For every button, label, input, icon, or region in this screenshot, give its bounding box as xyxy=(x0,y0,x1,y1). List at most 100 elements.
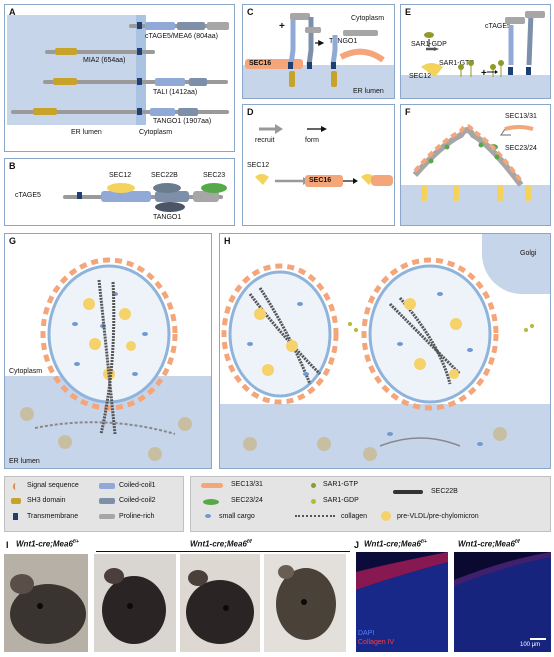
er-lumen-label: ER lumen xyxy=(71,129,102,136)
mouse-figure xyxy=(10,574,86,644)
panel-c-proteins xyxy=(288,13,385,87)
panel-b: B cTAGE5 SEC12 SEC22B SEC23 TANGO1 xyxy=(4,158,235,226)
genotype-sup: f/+ xyxy=(72,539,79,545)
genotype-sup: f/f xyxy=(514,539,520,545)
transmembrane-icon xyxy=(137,78,142,85)
er-lumen-region xyxy=(7,15,137,125)
legend-label: collagen xyxy=(341,513,368,520)
vldl-icon xyxy=(381,511,391,521)
legend-label: pre-VLDL/pre-chylomicron xyxy=(397,513,479,520)
er-lumen-region xyxy=(401,75,550,98)
legend-label: SAR1-GDP xyxy=(323,497,359,504)
partner-label: SEC23 xyxy=(203,172,226,179)
recruit-label: recruit xyxy=(255,137,275,144)
panel-label: D xyxy=(247,107,254,117)
fluorescence-figure xyxy=(454,552,551,652)
legend-label: Coiled-coil1 xyxy=(119,482,156,489)
panel-label: J xyxy=(354,540,360,550)
fluorescence-figure xyxy=(356,552,448,652)
partner-label: SEC12 xyxy=(109,172,132,179)
panel-h-carriers xyxy=(221,257,534,461)
coiled-coil1 xyxy=(155,78,185,86)
mouse-figure xyxy=(186,570,254,644)
transmembrane-icon xyxy=(137,22,142,29)
genotype-underline xyxy=(96,551,350,552)
sec16-label: SEC16 xyxy=(309,177,332,184)
panel-label: B xyxy=(9,161,16,171)
ctage5-label: cTAGE5 xyxy=(485,23,511,30)
sec13-31-label: SEC13/31 xyxy=(505,113,537,120)
signal-sequence-icon xyxy=(13,483,18,490)
partner-label: TANGO1 xyxy=(153,214,182,221)
genotype-label: Wnt1-cre;Meа6f/+ xyxy=(16,539,79,549)
sec12-label: SEC12 xyxy=(409,73,432,80)
coiled-coil2-icon xyxy=(99,498,115,504)
fluorescence-image: 100 μm xyxy=(454,552,551,652)
golgi-label: Golgi xyxy=(520,250,537,257)
proline-block xyxy=(193,191,219,202)
sar1-gdp-icon xyxy=(311,499,316,504)
coiled-coil2 xyxy=(189,78,207,86)
sec22b-shape xyxy=(153,183,181,193)
plus-sign: + xyxy=(279,21,285,32)
sh3-domain xyxy=(53,78,77,85)
coiled-coil1 xyxy=(150,108,175,116)
sh3-domain xyxy=(33,108,57,115)
protein-name: TALI (1412aa) xyxy=(153,89,198,96)
coiled-coil1 xyxy=(101,191,151,202)
cytoplasm-label: Cytoplasm xyxy=(9,368,43,375)
panel-label: H xyxy=(224,236,231,246)
transmembrane-icon xyxy=(77,192,82,199)
legend-label: Transmembrane xyxy=(27,513,79,520)
sh3-domain xyxy=(55,48,77,55)
genotype-sup: f/+ xyxy=(420,539,427,545)
legend-label: Signal sequence xyxy=(27,482,79,489)
cytoplasm-label: Cytoplasm xyxy=(351,15,385,22)
panel-c: C Cytoplasm ER lumen SEC16 + TANGO1 xyxy=(242,4,395,99)
sh3-domain-icon xyxy=(11,498,21,504)
mouse-photo xyxy=(4,554,88,652)
panel-g: G Cytoplasm ER lumen xyxy=(4,233,212,469)
genotype-text: Wnt1-cre;Meа6 xyxy=(190,539,247,549)
er-lumen-region xyxy=(243,65,394,98)
panel-a: A cTAGE5/MEA6 (804aa) MIA2 (654aa) TALI … xyxy=(4,4,235,152)
proline-rich-icon xyxy=(99,514,115,519)
legend-label: small cargo xyxy=(219,513,255,520)
transmembrane-icon xyxy=(13,513,18,520)
genotype-label: Wnt1-cre;Meа6f/+ xyxy=(364,539,427,549)
coiled-coil2 xyxy=(155,191,189,202)
panel-e: E cTAGE5 SAR1-GDP SAR1-GTP SEC12 + xyxy=(400,4,551,99)
transmembrane-icon xyxy=(137,108,142,115)
tango1-shape xyxy=(155,202,185,212)
sec23-24-label: SEC23/24 xyxy=(505,145,537,152)
sar1-gtp-icon xyxy=(311,483,316,488)
panel-d-arrows xyxy=(255,124,393,186)
legend-left: Signal sequence SH3 domain Transmembrane… xyxy=(4,476,184,532)
protein-name: cTAGE5/MEA6 (804aa) xyxy=(145,33,219,40)
coiled-coil1-icon xyxy=(99,483,115,489)
panel-h: H Golgi xyxy=(219,233,551,469)
legend-label: SEC22B xyxy=(431,488,458,495)
mouse-figure xyxy=(102,568,166,644)
mouse-photo xyxy=(180,554,260,652)
sar1-gtp-label: SAR1-GTP xyxy=(439,60,475,67)
legend-label: Coiled-coil2 xyxy=(119,497,156,504)
small-cargo-icon xyxy=(205,514,211,518)
protein-name: MIA2 (654aa) xyxy=(83,57,126,64)
panel-label: C xyxy=(247,7,254,17)
mouse-photo xyxy=(264,554,346,652)
panel-g-carrier xyxy=(20,257,192,461)
collagen-label: Collagen IV xyxy=(358,639,395,646)
sec12-shape xyxy=(107,183,135,193)
membrane-line xyxy=(136,15,146,125)
sec22b-icon xyxy=(393,490,423,494)
mouse-figure xyxy=(276,565,336,640)
proline-block xyxy=(207,22,229,30)
protein-bar xyxy=(45,50,155,54)
form-label: form xyxy=(305,137,319,144)
cytoplasm-label: Cytoplasm xyxy=(139,129,173,136)
protein-name: cTAGE5 xyxy=(15,192,41,199)
scale-label: 100 μm xyxy=(520,642,541,648)
sec12-label: SEC12 xyxy=(247,162,270,169)
coiled-coil2 xyxy=(178,108,198,116)
